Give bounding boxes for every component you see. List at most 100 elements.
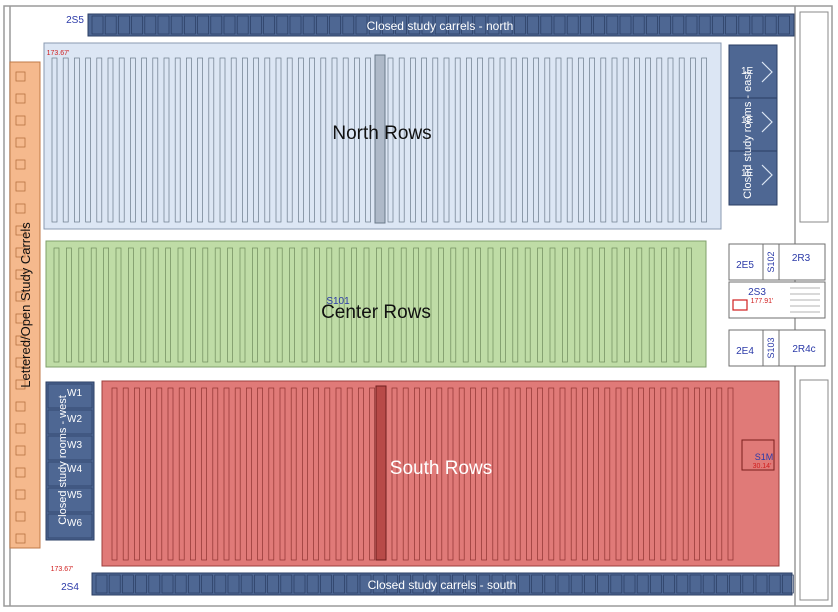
closed-carrel-cell — [685, 15, 698, 35]
shelf-unit — [622, 57, 629, 223]
closed-carrel-cell — [135, 574, 147, 594]
closed-carrel-cell — [438, 574, 451, 594]
closed-carrel-cell — [227, 574, 240, 594]
closed-carrel-cell — [738, 15, 751, 35]
east-door-swings — [761, 61, 773, 186]
closed-carrel-cell — [157, 15, 170, 35]
room-s103: S103 — [766, 337, 776, 358]
closed-carrel-cell — [421, 15, 434, 35]
closed-carrel-cell — [755, 574, 768, 594]
room-2s4: 2S4 — [61, 582, 79, 593]
west-room-cell — [47, 409, 93, 435]
shelf-unit — [549, 247, 556, 363]
west-room-cell — [47, 435, 93, 461]
closed-carrel-cell — [636, 574, 649, 594]
shelf-unit — [111, 387, 118, 561]
carrel-cell — [15, 445, 26, 456]
closed-carrel-cell — [95, 574, 108, 594]
shelf-unit — [634, 57, 640, 223]
closed-carrel-cell — [540, 15, 553, 35]
closed-carrel-cell — [170, 15, 183, 35]
shelf-unit — [197, 57, 203, 223]
shelf-unit — [268, 387, 275, 561]
east-room-dividers — [729, 97, 777, 152]
shelf-unit — [202, 247, 209, 363]
shelf-unit — [686, 247, 692, 363]
s1m-office — [741, 439, 775, 471]
shelf-unit — [533, 57, 539, 223]
room-2r3: 2R3 — [792, 253, 811, 264]
shelf-unit — [570, 387, 577, 561]
south-rows-label: South Rows — [390, 458, 492, 479]
shelf-unit — [599, 247, 605, 363]
shelf-unit — [611, 247, 618, 363]
closed-carrel-cell — [188, 574, 200, 594]
shelf-unit — [358, 387, 364, 561]
carrel-cell — [15, 291, 26, 302]
shelf-unit — [578, 57, 584, 223]
closed-carrel-cell — [448, 15, 460, 35]
shelf-unit — [555, 57, 562, 223]
closed-carrel-cell — [570, 574, 583, 594]
shelf-unit — [690, 57, 696, 223]
shelf-unit — [387, 57, 394, 223]
closed-carrel-cell — [184, 15, 196, 35]
shelf-unit — [239, 247, 246, 363]
shelf-unit — [376, 247, 382, 363]
closed-rooms-west-label: Closed study rooms - west — [57, 395, 69, 525]
shelf-unit — [499, 57, 506, 223]
carrel-cell — [15, 313, 26, 324]
shelf-unit — [74, 57, 80, 223]
carrel-cell — [15, 225, 26, 236]
shelf-unit — [174, 57, 181, 223]
shelf-unit — [363, 247, 370, 363]
shelf-unit — [326, 247, 333, 363]
closed-carrel-cell — [553, 15, 566, 35]
shelf-unit — [90, 247, 97, 363]
shelf-unit — [253, 57, 259, 223]
closed-carrel-cell — [676, 574, 689, 594]
shelf-unit — [178, 387, 185, 561]
shelf-unit — [524, 247, 531, 363]
closed-carrel-cell — [316, 15, 328, 35]
closed-carrel-cell — [610, 574, 623, 594]
shelf-unit — [562, 247, 568, 363]
closed-carrel-cell — [702, 574, 715, 594]
shelf-unit — [466, 57, 472, 223]
closed-carrel-cell — [566, 15, 579, 35]
shelf-unit — [436, 387, 443, 561]
shelf-unit — [701, 57, 707, 223]
shelf-unit — [402, 387, 409, 561]
closed-carrel-cell — [452, 574, 464, 594]
room-2s5: 2S5 — [66, 15, 84, 26]
shelf-unit — [227, 247, 233, 363]
closed-carrel-cell — [408, 15, 421, 35]
room-w5: W5 — [67, 490, 82, 501]
carrel-cell — [15, 137, 26, 148]
east-stair-north — [799, 11, 829, 223]
closed-rooms-east-label: Closed study rooms - east — [742, 71, 754, 199]
shelf-unit — [522, 57, 528, 223]
center-rows-zone — [45, 240, 707, 368]
closed-carrel-cell — [672, 15, 685, 35]
room-2s3: 2S3 — [748, 287, 766, 298]
shelf-unit — [388, 247, 395, 363]
closed-carrel-cell — [210, 15, 223, 35]
closed-carrel-cell — [557, 574, 570, 594]
shelf-unit — [107, 57, 114, 223]
shelf-unit — [649, 387, 655, 561]
closed-carrel-cell — [778, 15, 790, 35]
shelf-unit — [246, 387, 252, 561]
closed-carrel-cell — [386, 574, 398, 594]
shelf-unit — [477, 57, 483, 223]
closed-carrel-cell — [632, 15, 645, 35]
shelf-unit — [130, 57, 136, 223]
shelf-unit — [134, 387, 140, 561]
closed-carrel-cell — [580, 15, 592, 35]
closed-carrel-cell — [504, 574, 517, 594]
shelf-unit — [492, 387, 499, 561]
closed-carrel-cell — [751, 15, 764, 35]
shelf-unit — [462, 247, 469, 363]
shelf-unit — [314, 247, 320, 363]
shelf-unit — [432, 57, 439, 223]
